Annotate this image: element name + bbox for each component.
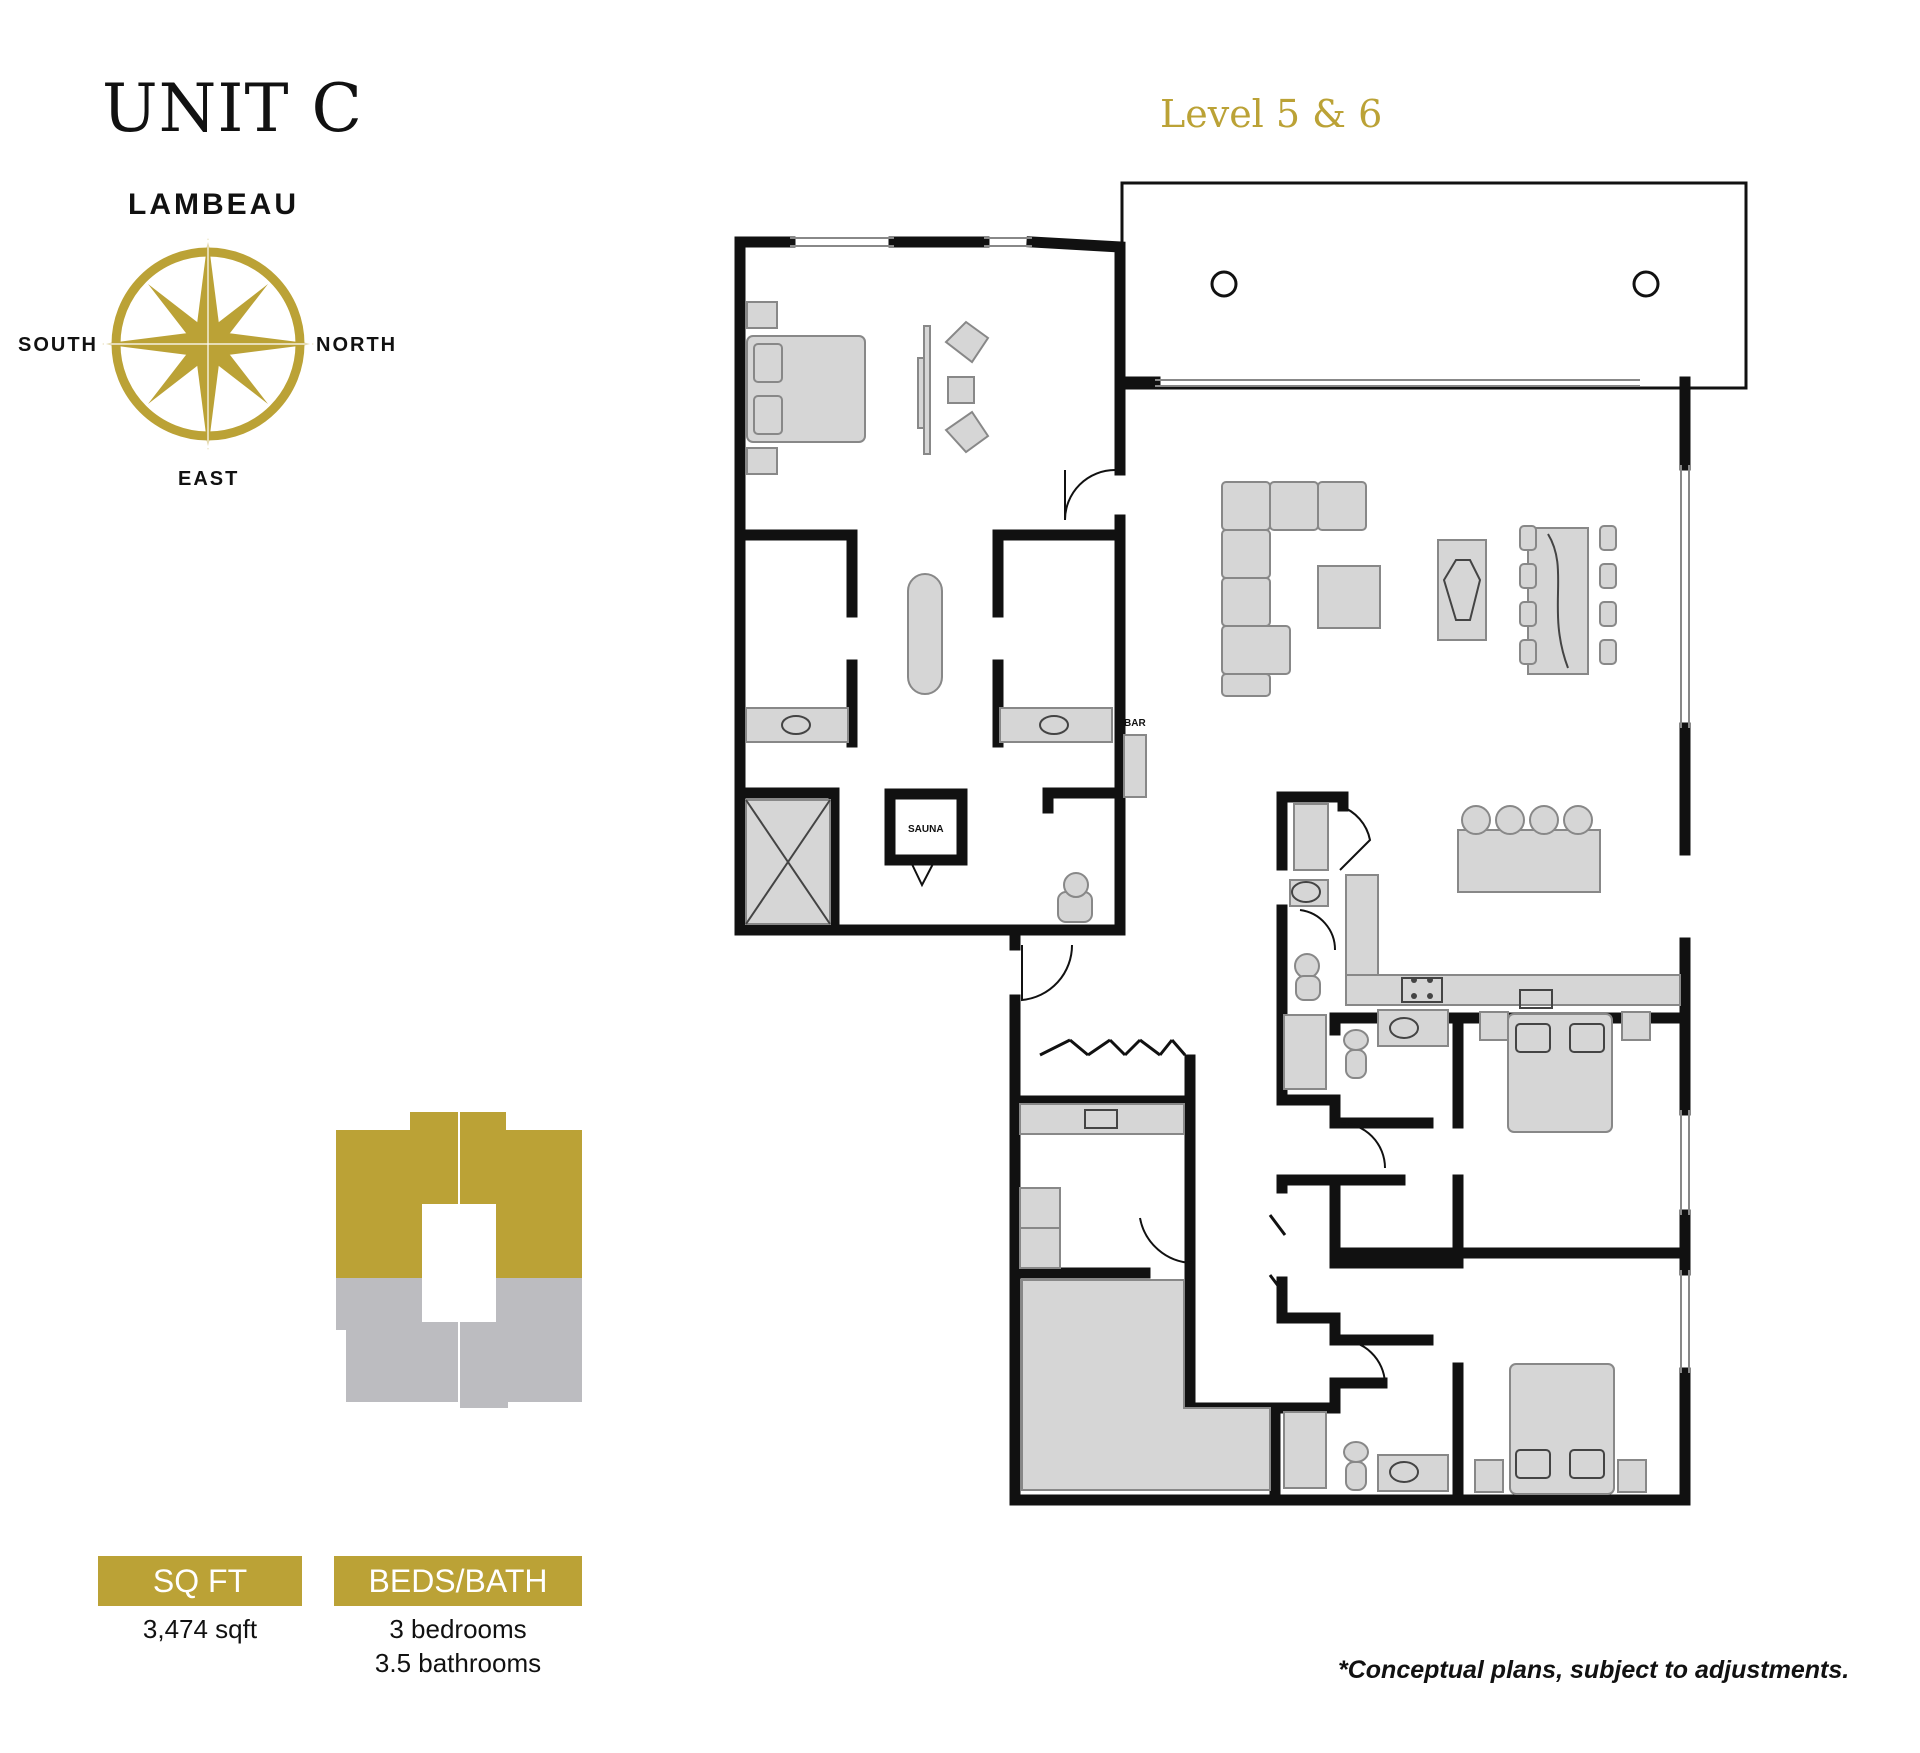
beds-bath-header: BEDS/BATH [334, 1556, 582, 1606]
unit-title: UNIT C [102, 70, 363, 147]
sauna-label: SAUNA [908, 824, 944, 835]
bedrooms-value: 3 bedrooms [389, 1614, 527, 1644]
compass-south-label: SOUTH [18, 334, 98, 356]
walls [734, 236, 1691, 1506]
level-label: Level 5 & 6 [1160, 92, 1383, 136]
disclaimer: *Conceptual plans, subject to adjustment… [1338, 1656, 1850, 1684]
furniture [745, 301, 1681, 1495]
balcony-column [1210, 270, 1238, 298]
compass-name: LAMBEAU [128, 188, 299, 221]
bathrooms-value: 3.5 bathrooms [374, 1648, 542, 1678]
bar-label: BAR [1124, 718, 1146, 729]
compass-east-label: EAST [178, 468, 240, 490]
compass-north-label: NORTH [316, 334, 398, 356]
sqft-value: 3,474 sqft [142, 1614, 258, 1644]
balcony-column [1632, 270, 1660, 298]
sqft-header: SQ FT [98, 1556, 302, 1606]
